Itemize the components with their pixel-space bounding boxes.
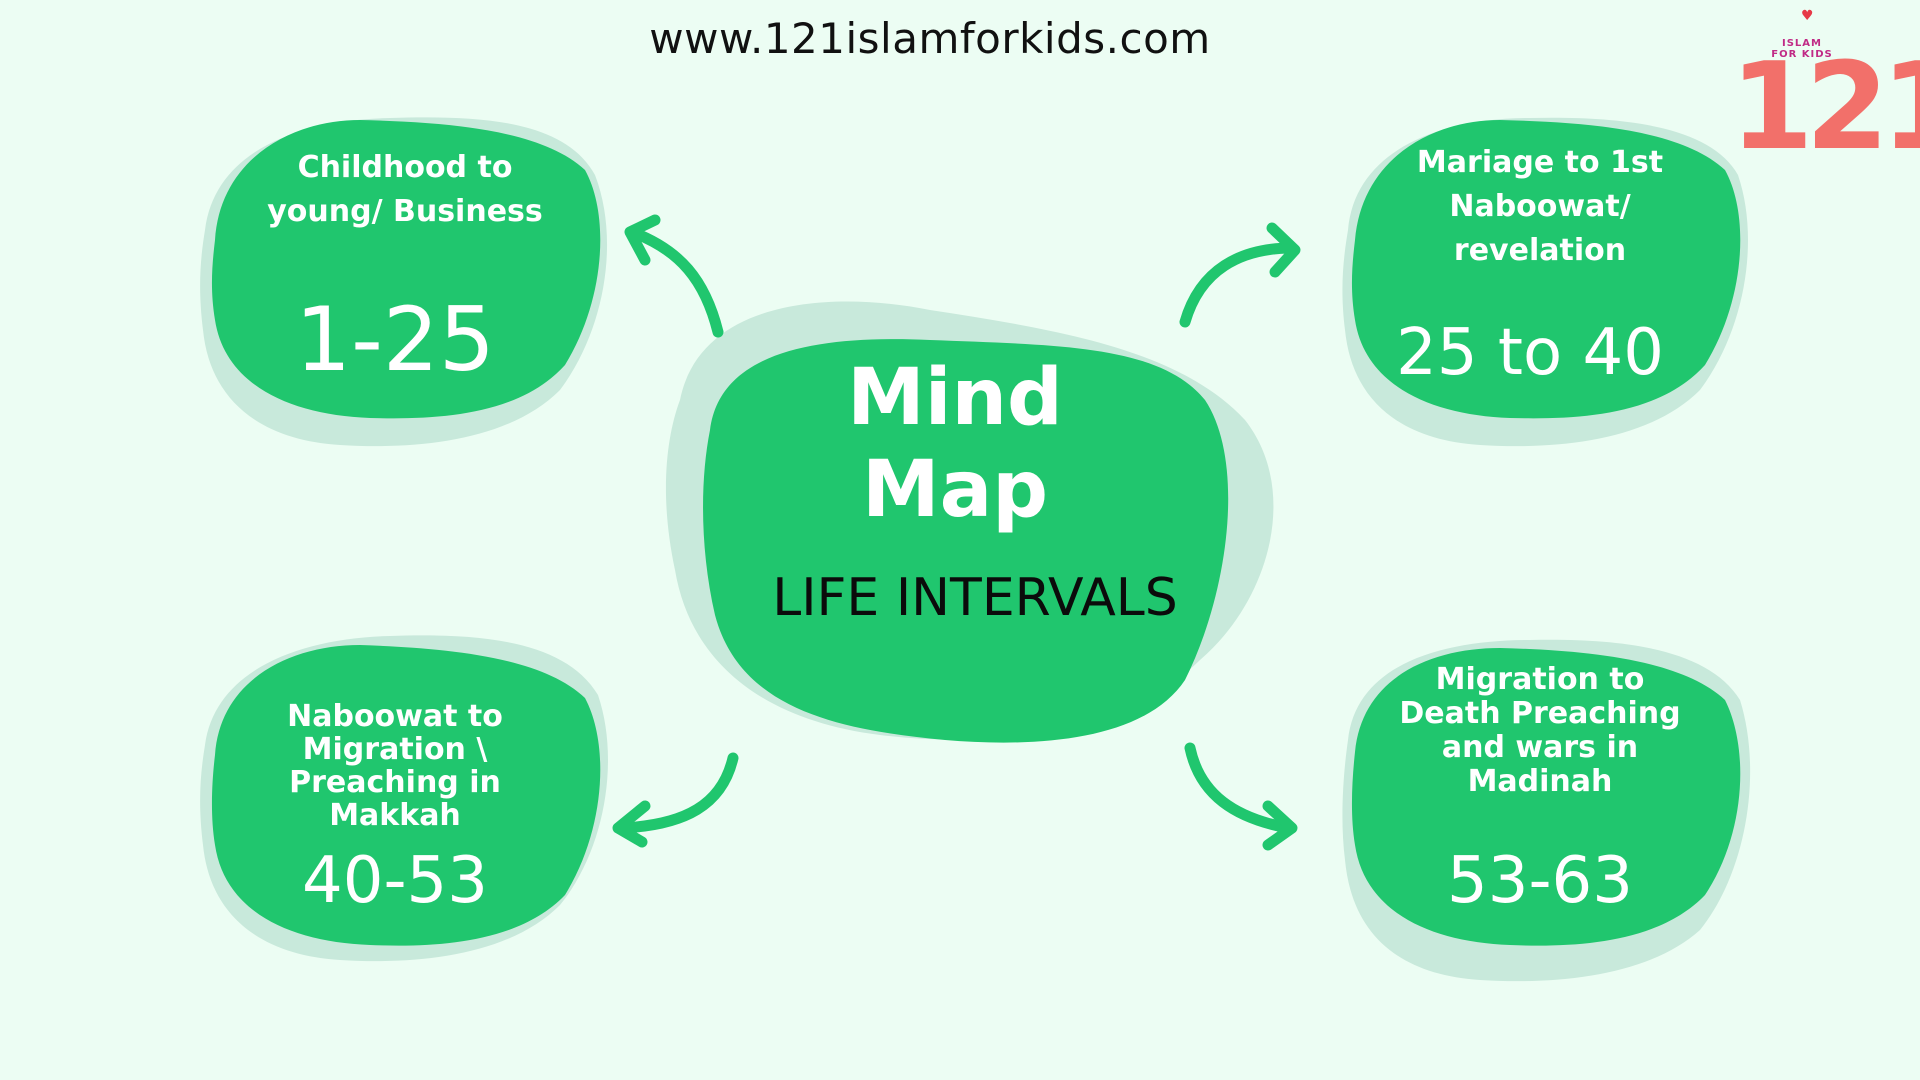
node-1-range: 1-25 [295,288,495,391]
node-4-title: Migration to Death Preaching and wars in… [1399,662,1681,799]
center-title: Mind Map [847,353,1063,535]
node-3-blob [211,645,601,946]
arrow-to-node-1 [624,214,724,338]
site-url: www.121islamforkids.com [649,14,1211,63]
logo-digits: 121 [1730,38,1920,177]
node-4-blob [1351,648,1741,946]
heart-icon: ♥ [1801,8,1814,24]
node-2-range: 25 to 40 [1396,316,1664,390]
node-2-title: Mariage to 1st Naboowat/ revelation [1416,145,1664,268]
node-1-title: Childhood to young/ Business [267,150,543,229]
brand-logo: ♥ 121 ISLAM FOR KIDS [1730,8,1920,208]
logo-tagline: ISLAM FOR KIDS [1771,38,1833,60]
center-subtitle: LIFE INTERVALS [772,568,1178,628]
node-3-range: 40-53 [302,844,488,918]
node-1-blob [211,120,601,419]
arrow-to-node-4 [1184,742,1298,851]
node-2-blob [1351,120,1741,419]
node-3-title: Naboowat to Migration \ Preaching in Mak… [287,699,503,833]
node-4-range: 53-63 [1447,844,1633,918]
arrow-to-node-3 [612,752,739,848]
center-blob [703,339,1229,743]
arrow-to-node-2 [1179,222,1301,328]
